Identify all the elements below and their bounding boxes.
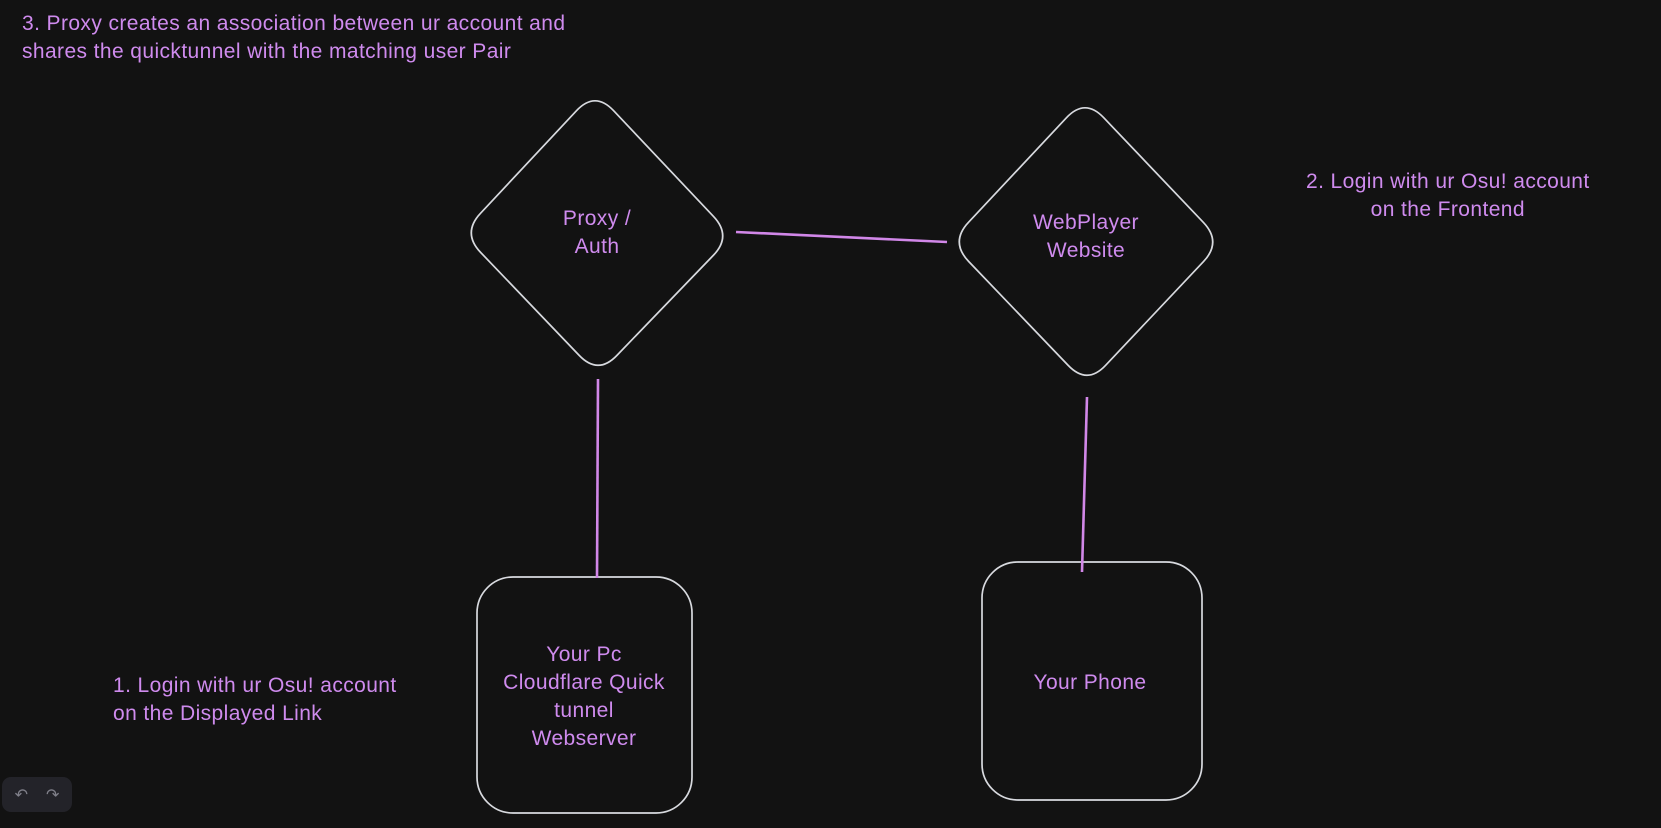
node-label-webplayer-website[interactable]: WebPlayer Website [1033, 211, 1139, 262]
redo-icon: ↷ [45, 784, 60, 804]
connector-webplayer-to-phone[interactable] [1080, 396, 1089, 573]
connector-proxy-to-pc[interactable] [595, 378, 600, 579]
node-shape-proxy-auth[interactable] [470, 99, 724, 367]
node-label-your-phone[interactable]: Your Phone [1033, 671, 1147, 694]
annotation-step-1[interactable]: 1. Login with ur Osu! account on the Dis… [113, 674, 397, 725]
redo-button[interactable]: ↷ [41, 783, 65, 807]
undo-redo-toolbar: ↶ ↷ [2, 777, 72, 812]
connector-proxy-to-webplayer[interactable] [735, 230, 948, 244]
node-shape-webplayer-website[interactable] [958, 106, 1214, 377]
node-label-proxy-auth[interactable]: Proxy / Auth [562, 207, 632, 258]
node-label-pc-webserver[interactable]: Your Pc Cloudflare Quick tunnel Webserve… [503, 643, 665, 750]
undo-button[interactable]: ↶ [9, 783, 33, 807]
annotation-step-2[interactable]: 2. Login with ur Osu! account on the Fro… [1306, 170, 1590, 221]
undo-icon: ↶ [14, 784, 29, 804]
node-shape-pc-webserver[interactable] [476, 576, 693, 814]
annotation-step-3[interactable]: 3. Proxy creates an association between … [22, 12, 566, 63]
node-shape-your-phone[interactable] [981, 561, 1203, 801]
